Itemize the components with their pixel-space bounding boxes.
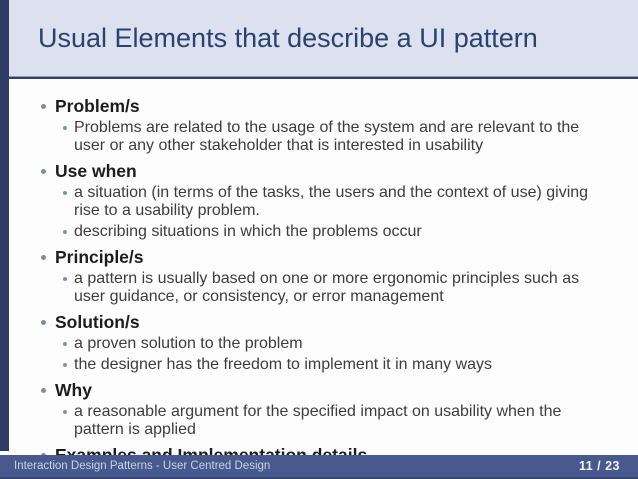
list-sub-item: a reasonable argument for the specified …: [0, 403, 638, 439]
bullet-icon: [63, 341, 67, 346]
bullet-icon: [63, 229, 67, 234]
list-item-header: Examples and Implementation details: [0, 445, 638, 455]
bullet-icon: [41, 319, 46, 325]
slide-title: Usual Elements that describe a UI patter…: [38, 22, 538, 53]
bullet-icon: [63, 191, 67, 196]
bullet-icon: [63, 276, 67, 281]
page-number: 11 / 23: [578, 459, 620, 473]
bullet-icon: [63, 409, 67, 414]
title-divider: [0, 76, 638, 79]
list-item-header-label: Examples and Implementation details: [55, 444, 368, 455]
list-sub-item: Problems are related to the usage of the…: [0, 119, 638, 155]
list-sub-item: the designer has the freedom to implemen…: [0, 356, 638, 374]
list-sub-item: a proven solution to the problem: [0, 335, 638, 353]
list-sub-item-label: a reasonable argument for the specified …: [74, 402, 562, 438]
list-sub-item-label: describing situations in which the probl…: [74, 222, 422, 240]
list-item-header: Solution/s: [0, 312, 638, 332]
list-sub-item-label: Problems are related to the usage of the…: [74, 119, 580, 155]
bullet-icon: [41, 104, 46, 109]
slide-title-band: Usual Elements that describe a UI patter…: [0, 0, 638, 76]
bullet-icon: [63, 126, 67, 131]
list-sub-item: a situation (in terms of the tasks, the …: [0, 184, 638, 220]
left-accent-bar: [0, 0, 9, 451]
bullet-icon: [41, 254, 46, 260]
list-item-header-label: Use when: [55, 160, 137, 181]
bullet-icon: [41, 387, 46, 393]
list-item-header: Problem/s: [0, 96, 638, 116]
list-item-header: Principle/s: [0, 247, 638, 267]
list-item-header-label: Why: [55, 379, 92, 400]
bullet-icon: [41, 452, 46, 455]
list-item-header: Use when: [0, 161, 638, 181]
footer-caption: Interaction Design Patterns - User Centr…: [14, 460, 271, 472]
list-sub-item: a pattern is usually based on one or mor…: [0, 270, 638, 306]
slide-footer: Interaction Design Patterns - User Centr…: [0, 455, 638, 479]
list-item-header: Why: [0, 380, 638, 400]
list-item-header-label: Solution/s: [55, 311, 140, 332]
list-sub-item: describing situations in which the probl…: [0, 223, 638, 241]
list-item-header-label: Principle/s: [55, 246, 144, 267]
list-sub-item-label: the designer has the freedom to implemen…: [74, 355, 492, 373]
list-sub-item-label: a proven solution to the problem: [74, 334, 303, 352]
list-sub-item-label: a pattern is usually based on one or mor…: [74, 269, 580, 305]
bullet-icon: [63, 362, 67, 367]
list-sub-item-label: a situation (in terms of the tasks, the …: [74, 184, 589, 219]
list-item-header-label: Problem/s: [55, 96, 140, 116]
bullet-icon: [41, 168, 46, 174]
